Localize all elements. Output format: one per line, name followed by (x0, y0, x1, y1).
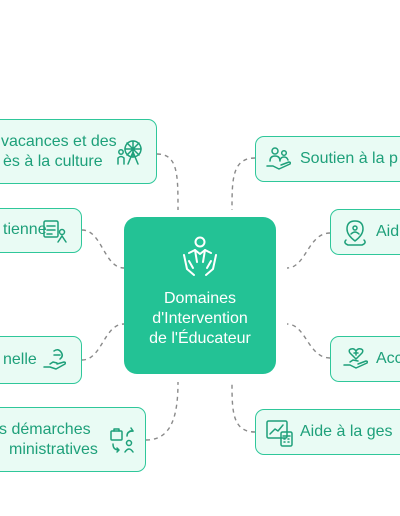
connector-left-4 (145, 381, 179, 441)
topic-label: Aide à la ges (300, 423, 393, 440)
topic-label: Acc (376, 350, 400, 367)
topic-right-4[interactable]: Aide à la ges (255, 409, 400, 455)
topic-right-2[interactable]: Aid (330, 209, 400, 255)
topic-left-3[interactable]: nelle (0, 336, 82, 384)
topic-label-line: ministratives (9, 441, 98, 458)
topic-left-4[interactable]: s démarches ministratives (0, 407, 146, 472)
connector-left-2 (81, 229, 125, 269)
topic-label: nelle (3, 351, 37, 368)
parent-support-icon (266, 147, 292, 170)
connector-right-4 (231, 381, 256, 433)
topic-label: tienne (3, 221, 47, 238)
budget-calculator-icon (266, 420, 293, 447)
connector-left-1 (156, 153, 179, 211)
connector-right-1 (231, 157, 256, 211)
topic-label: vacances et des ès à la culture (1, 132, 117, 172)
caring-hand-icon (43, 348, 67, 370)
location-help-icon (344, 220, 366, 246)
central-title-line: Domaines (163, 290, 237, 307)
central-title: Domaines d'Intervention de l'Éducateur (124, 289, 276, 349)
topic-label-line: ès à la culture (3, 153, 103, 170)
connector-right-3 (286, 323, 331, 359)
central-topic: Domaines d'Intervention de l'Éducateur (124, 217, 276, 374)
ferris-wheel-icon (117, 140, 142, 165)
topic-right-3[interactable]: Acc (330, 336, 400, 382)
hands-lifting-child-icon (183, 236, 217, 276)
topic-label: Aid (376, 223, 400, 240)
admin-procedures-icon (110, 427, 134, 453)
topic-right-1[interactable]: Soutien à la p (255, 136, 400, 182)
connector-left-3 (81, 323, 125, 361)
topic-label: Soutien à la p (300, 150, 398, 167)
topic-left-2[interactable]: tienne (0, 208, 82, 253)
central-title-line: d'Intervention (152, 310, 248, 327)
connector-right-2 (286, 232, 331, 269)
topic-label-line: vacances et des (1, 133, 117, 150)
hand-heart-icon (343, 348, 369, 369)
central-title-line: de l'Éducateur (149, 330, 251, 347)
daily-schedule-icon (43, 220, 67, 243)
topic-label: s démarches ministratives (0, 420, 98, 460)
topic-left-1[interactable]: vacances et des ès à la culture (0, 119, 157, 184)
topic-label-line: s démarches (0, 421, 91, 438)
